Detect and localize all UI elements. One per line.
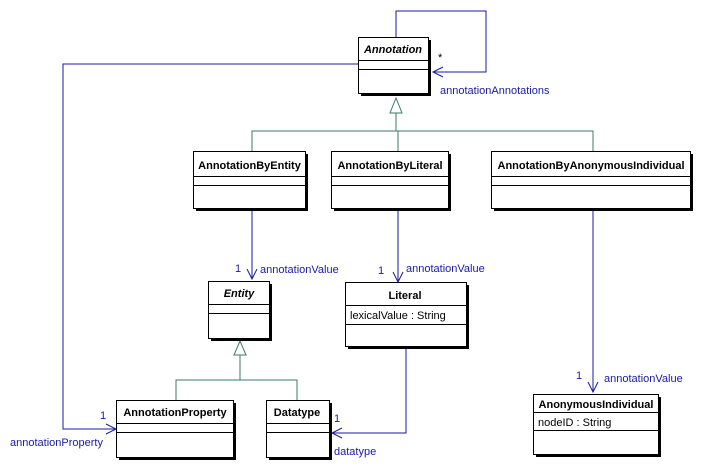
multiplicity-label: 1 <box>235 263 241 275</box>
multiplicity-label: 1 <box>334 413 340 425</box>
generalization-arrowhead <box>233 339 247 356</box>
association-literal-annotation-value: 1 annotationValue <box>378 211 485 284</box>
class-anonymous-individual: AnonymousIndividual nodeID : String <box>533 394 661 457</box>
multiplicity-label: * <box>438 52 443 64</box>
class-name: Datatype <box>274 407 320 419</box>
class-name: AnnotationByLiteral <box>337 160 442 172</box>
class-name: AnonymousIndividual <box>539 399 654 411</box>
class-name: Annotation <box>363 44 422 56</box>
class-annotation-by-entity: AnnotationByEntity <box>193 151 308 211</box>
generalization-arrowhead <box>389 96 403 114</box>
class-name: AnnotationByEntity <box>198 160 302 172</box>
class-literal: Literal lexicalValue : String <box>345 282 469 349</box>
multiplicity-label: 1 <box>378 265 384 277</box>
attribute-node-id: nodeID : String <box>538 417 611 429</box>
association-annotation-annotations: * annotationAnnotations <box>395 10 550 97</box>
role-label: annotationValue <box>406 263 485 275</box>
role-label: annotationValue <box>260 264 339 276</box>
class-annotation: Annotation <box>358 37 431 96</box>
class-annotation-by-literal: AnnotationByLiteral <box>331 151 451 211</box>
multiplicity-label: 1 <box>576 370 582 382</box>
class-annotation-by-anonymous-individual: AnnotationByAnonymousIndividual <box>491 151 693 211</box>
attribute-lexical-value: lexicalValue : String <box>350 310 446 322</box>
association-annotation-property: 1 annotationProperty <box>10 63 358 449</box>
association-entity-annotation-value: 1 annotationValue <box>235 211 339 281</box>
role-label: annotationProperty <box>10 437 103 449</box>
generalization-annotation <box>251 96 594 151</box>
class-name: AnnotationProperty <box>123 407 227 419</box>
role-label: annotationValue <box>604 373 683 385</box>
class-name: AnnotationByAnonymousIndividual <box>498 160 685 172</box>
association-anonymous-annotation-value: 1 annotationValue <box>576 211 683 394</box>
class-name: Literal <box>388 290 421 302</box>
multiplicity-label: 1 <box>100 410 106 422</box>
association-datatype: 1 datatype <box>330 349 407 458</box>
class-name: Entity <box>224 288 255 300</box>
class-datatype: Datatype <box>266 400 332 460</box>
class-annotation-property: AnnotationProperty <box>116 400 236 460</box>
role-label: datatype <box>334 446 376 458</box>
role-label: annotationAnnotations <box>440 85 550 97</box>
class-entity: Entity <box>208 281 272 341</box>
generalization-entity <box>175 339 298 400</box>
